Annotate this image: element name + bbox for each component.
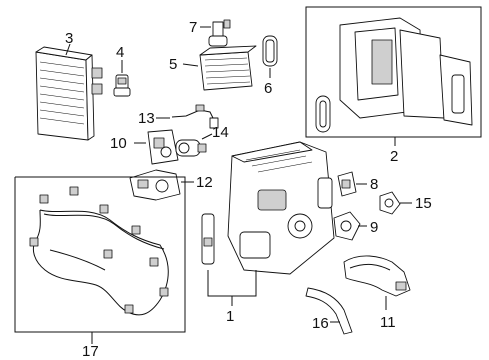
callout-16: 16 xyxy=(312,315,329,332)
part-14-motor xyxy=(175,133,213,157)
callout-10: 10 xyxy=(110,135,127,152)
part-3-evaporator-core xyxy=(35,43,103,141)
callout-11: 11 xyxy=(380,314,396,331)
callout-7: 7 xyxy=(189,19,197,36)
callout-8: 8 xyxy=(370,176,378,193)
callout-3: 3 xyxy=(65,30,73,47)
part-10-actuator xyxy=(134,129,179,165)
part-4-expansion-valve xyxy=(113,60,131,97)
part-13-sensor-wire xyxy=(156,104,219,129)
part-11-duct xyxy=(343,255,411,310)
part-7-clip xyxy=(200,19,231,47)
part-9-actuator xyxy=(333,211,367,241)
callout-2: 2 xyxy=(390,148,398,165)
part-16-drain-hose xyxy=(305,287,353,335)
part-5-heater-core xyxy=(182,45,257,91)
callout-6: 6 xyxy=(264,80,272,97)
callout-4: 4 xyxy=(116,44,124,61)
part-8-connector xyxy=(337,171,367,197)
callout-5: 5 xyxy=(169,56,177,73)
callout-17: 17 xyxy=(82,343,99,360)
callout-15: 15 xyxy=(415,195,432,212)
callout-1: 1 xyxy=(226,308,234,325)
part-1-hvac-unit xyxy=(201,141,335,306)
part-15-sensor xyxy=(379,191,412,215)
callout-12: 12 xyxy=(196,174,213,191)
part-2-case-assembly xyxy=(305,6,482,146)
part-17-wire-harness xyxy=(14,176,186,344)
callout-9: 9 xyxy=(370,219,378,236)
callout-13: 13 xyxy=(138,110,155,127)
callout-14: 14 xyxy=(212,124,229,141)
part-6-grommet xyxy=(262,35,278,78)
part-12-motor-assembly xyxy=(129,169,194,201)
